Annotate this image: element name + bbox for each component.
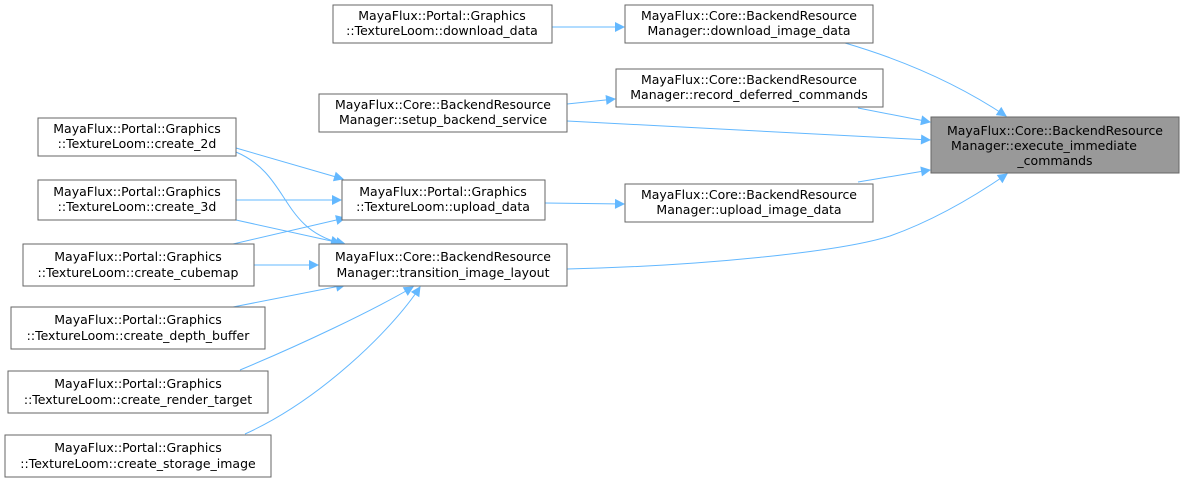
node-record-deferred-commands[interactable]: MayaFlux::Core::BackendResource Manager:…: [615, 68, 884, 108]
node-label: Manager::upload_image_data: [656, 202, 841, 217]
node-label: MayaFlux::Core::BackendResource: [641, 8, 857, 23]
node-transition-image-layout[interactable]: MayaFlux::Core::BackendResource Manager:…: [318, 243, 568, 287]
node-label: Manager::transition_image_layout: [337, 265, 550, 280]
edge-transition-to-execute: [566, 173, 1008, 270]
node-label: MayaFlux::Core::BackendResource: [947, 123, 1163, 138]
node-upload-data[interactable]: MayaFlux::Portal::Graphics ::TextureLoom…: [341, 179, 546, 221]
node-create-render-target[interactable]: MayaFlux::Portal::Graphics ::TextureLoom…: [7, 370, 269, 414]
edge-create-2d-to-upload-data: [235, 147, 344, 182]
node-label: MayaFlux::Portal::Graphics: [54, 376, 221, 391]
node-label: MayaFlux::Portal::Graphics: [53, 184, 220, 199]
node-create-3d[interactable]: MayaFlux::Portal::Graphics ::TextureLoom…: [37, 179, 237, 221]
node-label: ::TextureLoom::create_storage_image: [20, 456, 256, 471]
node-label: ::TextureLoom::create_2d: [58, 136, 217, 151]
edge-create-3d-to-transition: [235, 219, 346, 247]
node-label: MayaFlux::Portal::Graphics: [359, 184, 526, 199]
node-label: MayaFlux::Portal::Graphics: [54, 249, 221, 264]
node-label: Manager::execute_immediate: [951, 138, 1137, 153]
edge-download-image-data-to-execute: [844, 42, 1007, 117]
node-label: ::TextureLoom::create_cubemap: [38, 265, 239, 280]
node-label: MayaFlux::Portal::Graphics: [54, 312, 221, 327]
node-label: MayaFlux::Core::BackendResource: [335, 97, 551, 112]
node-create-cubemap[interactable]: MayaFlux::Portal::Graphics ::TextureLoom…: [22, 243, 255, 287]
edge-create-cubemap-to-upload-data: [232, 215, 346, 245]
node-label: MayaFlux::Portal::Graphics: [54, 440, 221, 455]
node-create-depth-buffer[interactable]: MayaFlux::Portal::Graphics ::TextureLoom…: [10, 306, 266, 350]
node-label: MayaFlux::Core::BackendResource: [335, 249, 551, 264]
node-label: ::TextureLoom::download_data: [346, 23, 538, 38]
node-label: ::TextureLoom::create_depth_buffer: [27, 328, 251, 343]
edge-create-2d-to-transition: [235, 151, 341, 246]
node-label: ::TextureLoom::create_3d: [58, 199, 217, 214]
node-label: MayaFlux::Core::BackendResource: [641, 72, 857, 87]
edge-record-deferred-to-execute: [857, 107, 931, 126]
node-download-image-data[interactable]: MayaFlux::Core::BackendResource Manager:…: [624, 4, 874, 44]
node-label: Manager::record_deferred_commands: [630, 87, 867, 102]
node-label: MayaFlux::Portal::Graphics: [358, 8, 525, 23]
edge-create-depth-buffer-to-transition: [232, 281, 346, 308]
edge-setup-to-execute: [566, 120, 931, 145]
node-execute-immediate-commands[interactable]: MayaFlux::Core::BackendResource Manager:…: [930, 116, 1180, 174]
node-upload-image-data[interactable]: MayaFlux::Core::BackendResource Manager:…: [624, 183, 874, 223]
edge-setup-to-record-deferred: [566, 94, 616, 105]
node-label: _commands: [1016, 153, 1092, 168]
node-create-2d[interactable]: MayaFlux::Portal::Graphics ::TextureLoom…: [37, 117, 237, 157]
node-label: MayaFlux::Core::BackendResource: [641, 187, 857, 202]
edge-upload-data-to-upload-image-data: [544, 198, 625, 209]
edge-create-storage-image-to-transition: [244, 286, 421, 435]
node-label: ::TextureLoom::upload_data: [356, 199, 530, 214]
node-label: Manager::setup_backend_service: [339, 112, 547, 127]
edge-upload-image-data-to-execute: [857, 166, 931, 183]
node-create-storage-image[interactable]: MayaFlux::Portal::Graphics ::TextureLoom…: [4, 434, 272, 478]
node-label: MayaFlux::Portal::Graphics: [53, 121, 220, 136]
node-label: Manager::download_image_data: [647, 23, 850, 38]
node-label: ::TextureLoom::create_render_target: [24, 392, 252, 407]
edge-create-render-target-to-transition: [239, 286, 414, 371]
edges: [232, 22, 1008, 435]
node-setup-backend-service[interactable]: MayaFlux::Core::BackendResource Manager:…: [318, 93, 568, 133]
node-download-data[interactable]: MayaFlux::Portal::Graphics ::TextureLoom…: [332, 4, 553, 44]
